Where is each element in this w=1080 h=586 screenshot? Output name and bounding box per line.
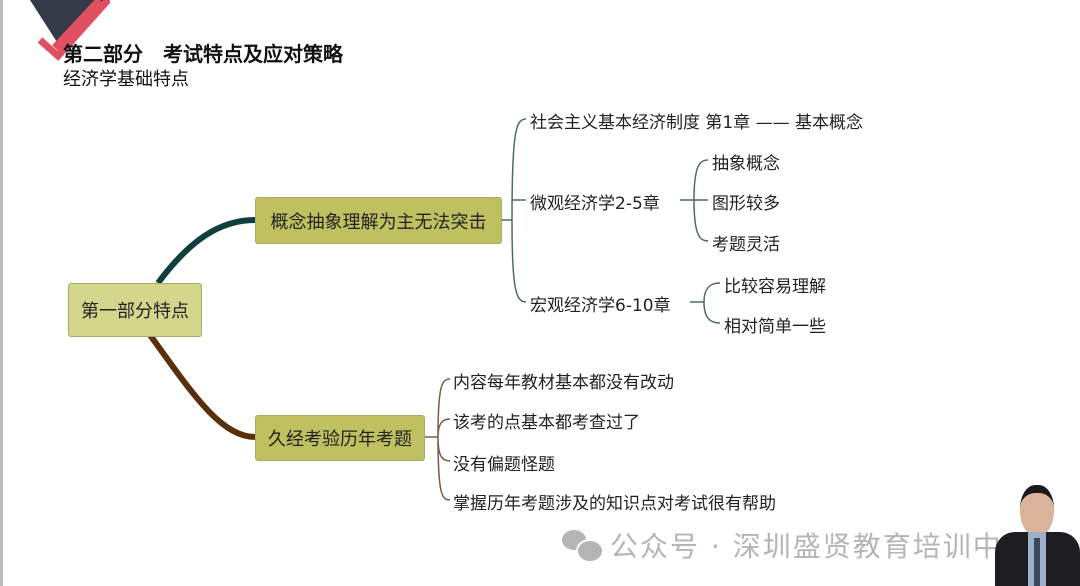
leaf-macro[interactable]: 宏观经济学6-10章 (530, 296, 671, 316)
leaf-abstract[interactable]: 抽象概念 (712, 154, 780, 174)
leaf-master[interactable]: 掌握历年考题涉及的知识点对考试很有帮助 (453, 494, 776, 514)
branch-line-1 (155, 217, 256, 285)
branch-node-past-exams[interactable]: 久经考验历年考题 (255, 415, 425, 461)
leaf-simple[interactable]: 相对简单一些 (724, 317, 826, 337)
watermark: 公众号 · 深圳盛贤教育培训中 (610, 530, 1003, 563)
page-subtitle: 经济学基础特点 (63, 69, 189, 90)
leaf-no-odd[interactable]: 没有偏题怪题 (453, 455, 555, 475)
leaf-graphs[interactable]: 图形较多 (712, 194, 780, 214)
leaf-flexible[interactable]: 考题灵活 (712, 235, 780, 255)
leaf-easy[interactable]: 比较容易理解 (724, 277, 826, 297)
branch-line-2 (147, 333, 256, 440)
leaf-socialist-system[interactable]: 社会主义基本经济制度 第1章 —— 基本概念 (530, 113, 864, 133)
root-node[interactable]: 第一部分特点 (68, 283, 202, 337)
leaf-covered[interactable]: 该考的点基本都考查过了 (453, 413, 640, 433)
wechat-icon (562, 530, 604, 563)
corner-stripe (37, 0, 111, 61)
page-title: 第二部分 考试特点及应对策略 (63, 42, 343, 66)
leaf-unchanged[interactable]: 内容每年教材基本都没有改动 (453, 373, 674, 393)
presenter-photo (990, 480, 1080, 586)
leaf-micro[interactable]: 微观经济学2-5章 (530, 194, 660, 214)
branch-node-concepts[interactable]: 概念抽象理解为主无法突击 (255, 197, 502, 244)
